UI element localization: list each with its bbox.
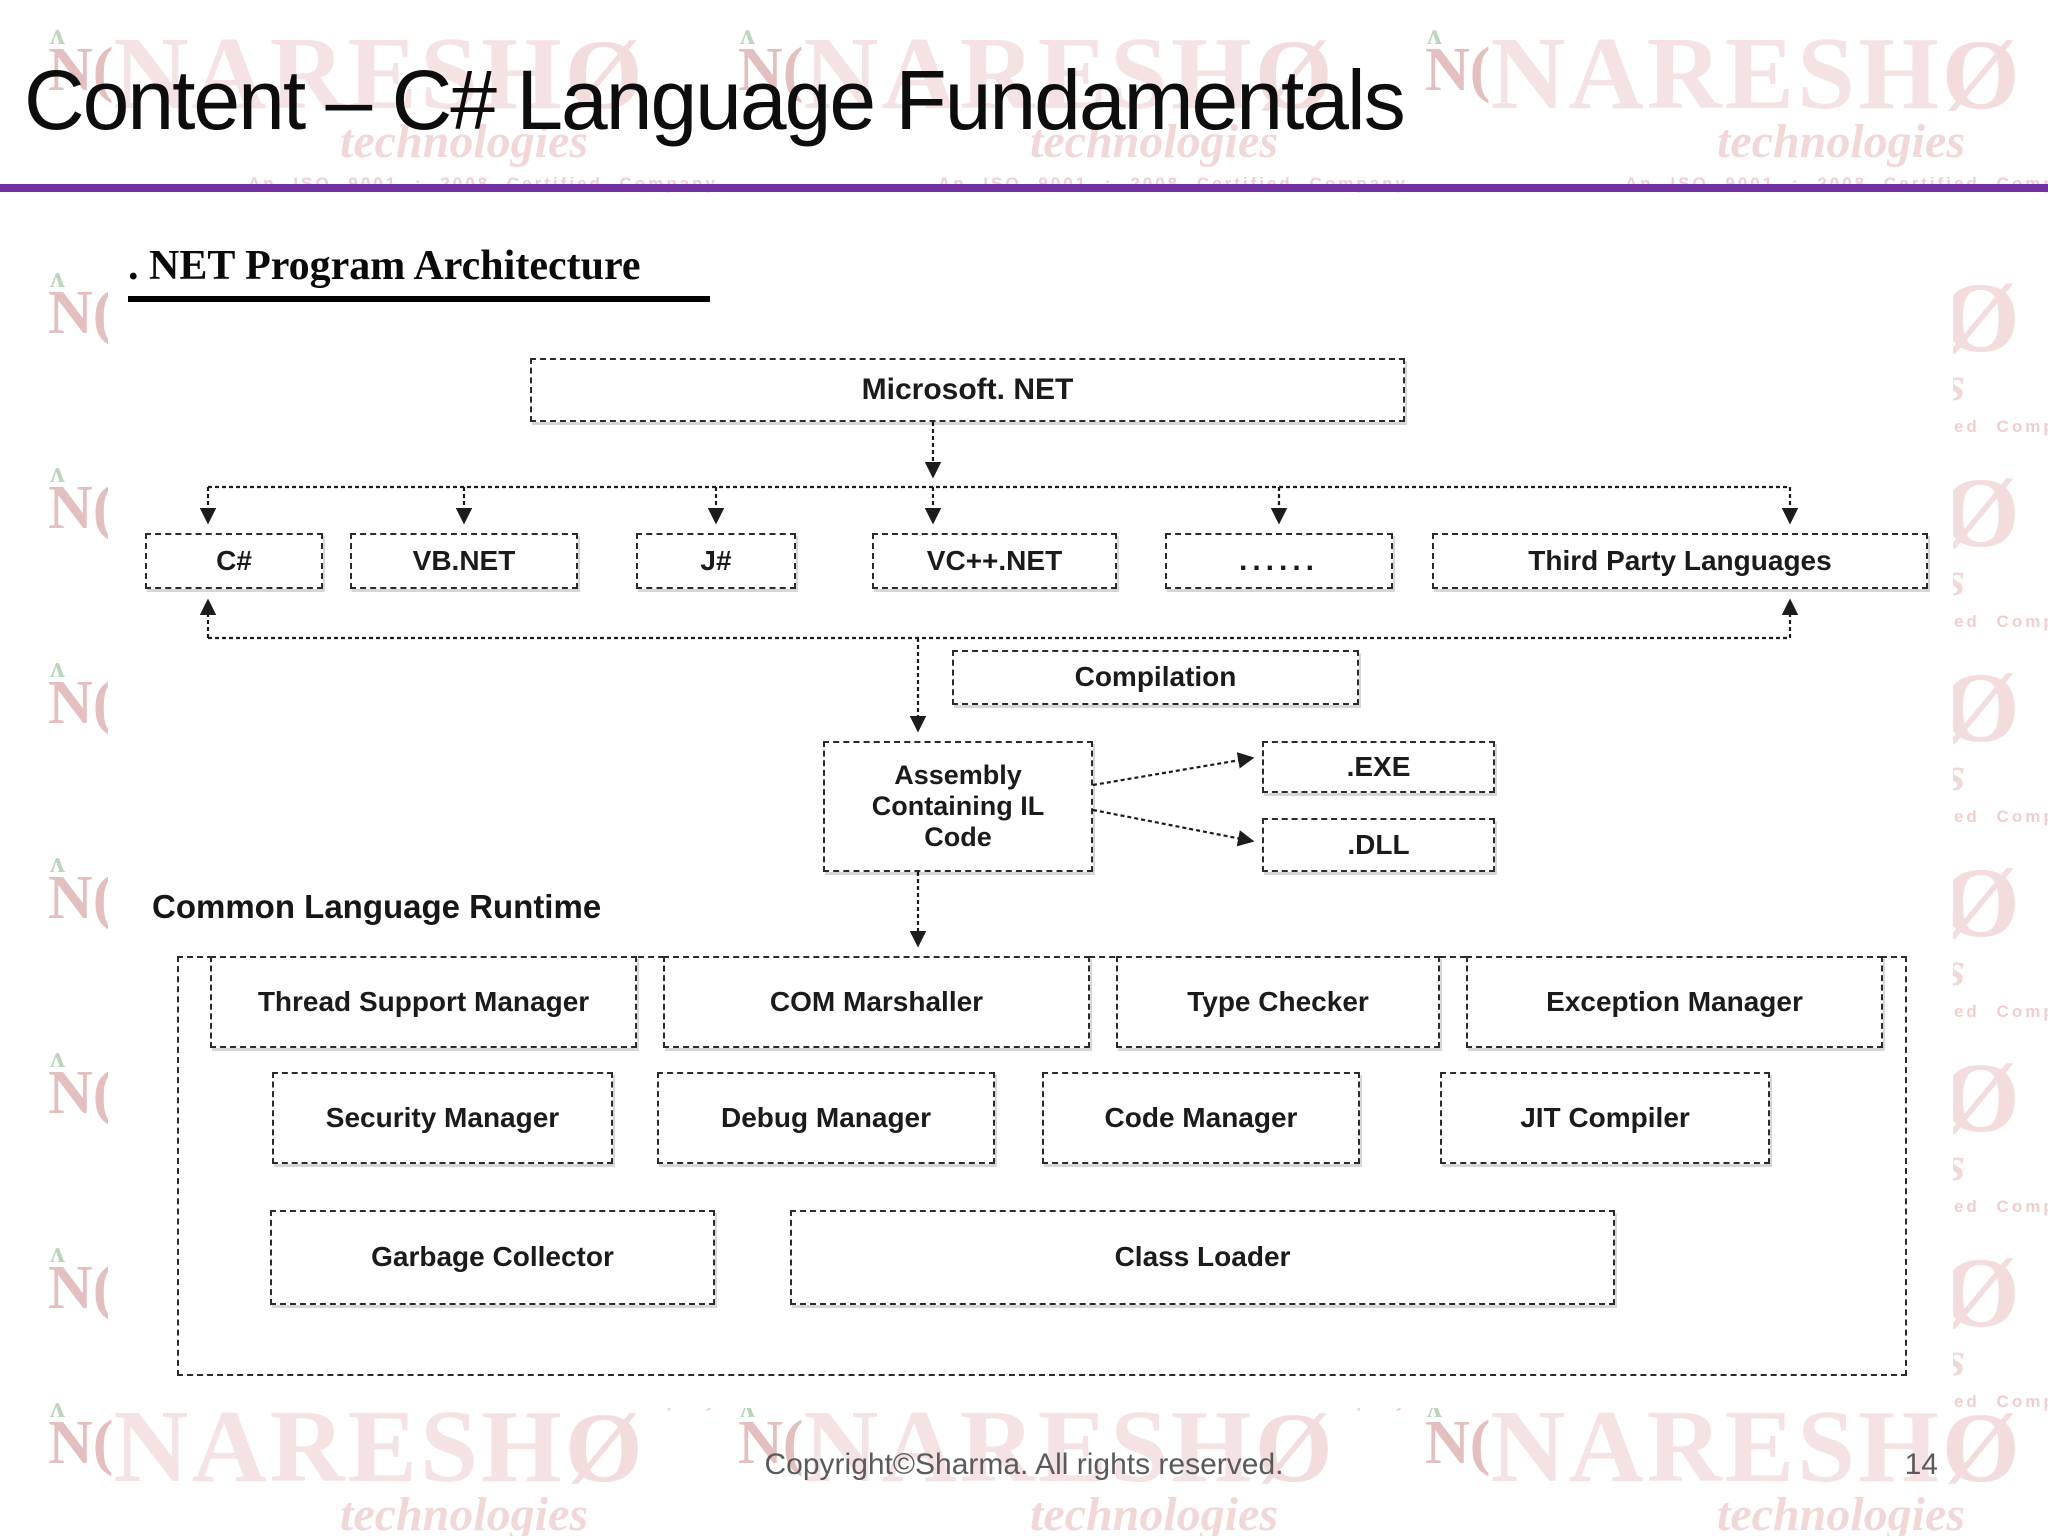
node-exe: .EXE	[1262, 741, 1495, 793]
watermark-suffix-glyph: Ø	[1941, 652, 2020, 763]
node-com-marshaller: COM Marshaller	[663, 956, 1090, 1048]
node-assembly-il-code: Assembly Containing IL Code	[823, 741, 1093, 872]
node-other-languages: ......	[1165, 533, 1393, 589]
footer-copyright: Copyright©Sharma. All rights reserved.	[764, 1448, 1284, 1481]
node-compilation: Compilation	[952, 650, 1359, 705]
naresh-logo-icon: N(	[48, 1059, 113, 1127]
naresh-logo-icon: N(	[48, 864, 113, 932]
watermark-suffix-glyph: Ø	[1941, 1042, 2020, 1153]
node-microsoft-net: Microsoft. NET	[530, 358, 1405, 422]
node-security-manager: Security Manager	[272, 1072, 613, 1164]
watermark-name: NARESH	[1490, 16, 1942, 131]
watermark-suffix-glyph: Ø	[1941, 847, 2020, 958]
naresh-logo-icon: N(	[48, 1254, 113, 1322]
watermark-unit: N(NARESHØtechnologiesAn ISO 9001 : 2008 …	[1425, 19, 2048, 222]
node-jsharp: J#	[636, 533, 796, 589]
watermark-subtitle: technologies	[1717, 115, 1965, 168]
watermark-suffix-glyph: Ø	[1941, 262, 2020, 373]
node-jit-compiler: JIT Compiler	[1440, 1072, 1770, 1164]
clr-label: Common Language Runtime	[152, 888, 602, 925]
node-code-manager: Code Manager	[1042, 1072, 1360, 1164]
connector-arrows	[199, 422, 1799, 948]
watermark-subtitle: technologies	[340, 1488, 588, 1536]
naresh-logo-icon: N(	[48, 279, 113, 347]
node-exception-manager: Exception Manager	[1466, 956, 1883, 1048]
node-debug-manager: Debug Manager	[657, 1072, 995, 1164]
node-type-checker: Type Checker	[1116, 956, 1440, 1048]
node-dll: .DLL	[1262, 818, 1495, 872]
naresh-logo-icon: N(	[1425, 36, 1490, 104]
page-number: 14	[1904, 1448, 1938, 1481]
title-accent-rule	[0, 184, 2048, 192]
watermark-suffix-glyph: Ø	[1941, 19, 2020, 130]
watermark-subtitle: technologies	[1030, 1488, 1278, 1536]
watermark-subtitle: technologies	[1717, 1488, 1965, 1536]
node-garbage-collector: Garbage Collector	[270, 1210, 715, 1305]
watermark-suffix-glyph: Ø	[1941, 457, 2020, 568]
naresh-logo-icon: N(	[48, 474, 113, 542]
diagram-panel: . NET Program Architecture	[108, 228, 1953, 1408]
node-vbnet: VB.NET	[350, 533, 578, 589]
watermark-suffix-glyph: Ø	[1941, 1237, 2020, 1348]
naresh-logo-icon: N(	[48, 669, 113, 737]
section-heading: . NET Program Architecture	[128, 242, 711, 302]
node-third-party-languages: Third Party Languages	[1432, 533, 1928, 589]
node-thread-support-manager: Thread Support Manager	[210, 956, 637, 1048]
slide-title: Content – C# Language Fundamentals	[24, 53, 1406, 147]
node-vcpp-net: VC++.NET	[872, 533, 1117, 589]
node-csharp: C#	[145, 533, 323, 589]
node-class-loader: Class Loader	[790, 1210, 1615, 1305]
